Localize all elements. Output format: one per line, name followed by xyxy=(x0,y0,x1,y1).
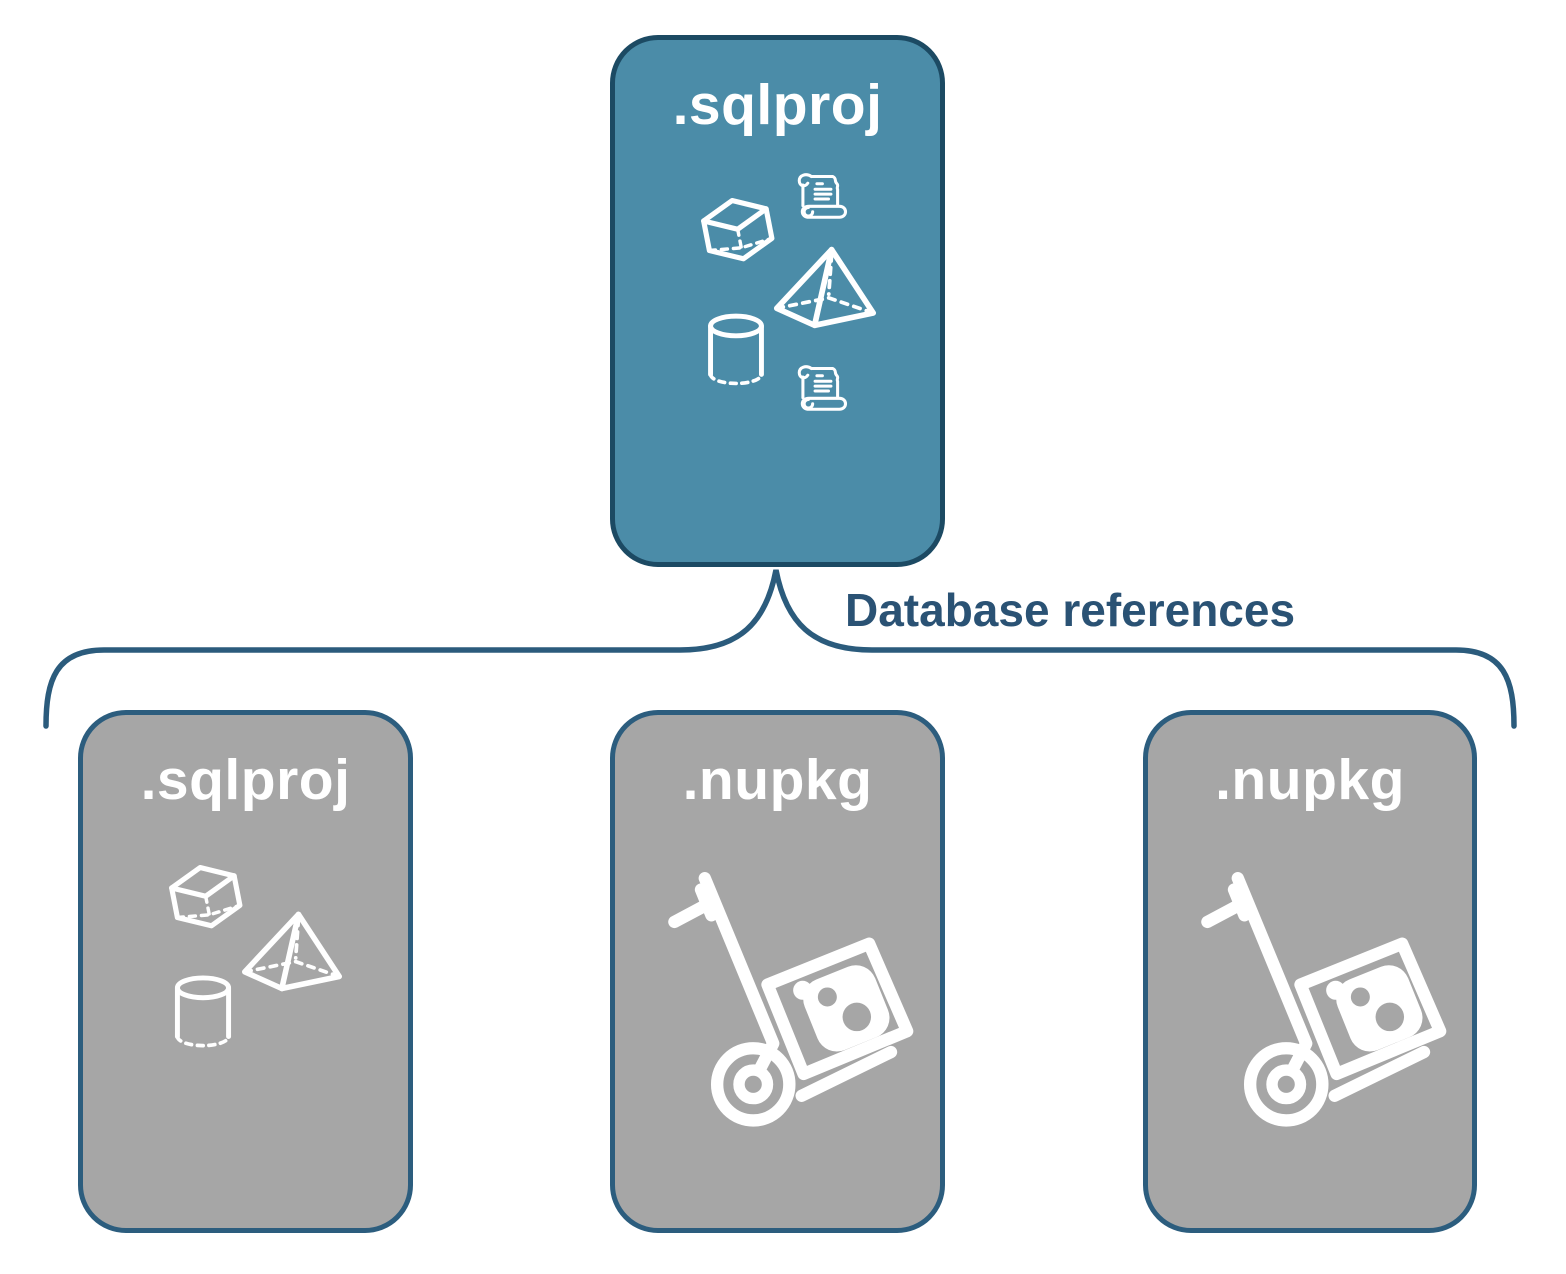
pyramid-icon xyxy=(773,242,877,332)
node-title: .sqlproj xyxy=(140,748,351,812)
child-node-sqlproj: .sqlproj xyxy=(78,710,413,1233)
node-title: .nupkg xyxy=(1215,748,1405,812)
node-title: .sqlproj xyxy=(672,73,883,137)
handtruck-package-icon xyxy=(1196,863,1481,1148)
cube-icon xyxy=(163,860,251,946)
cylinder-icon xyxy=(703,312,769,390)
node-title: .nupkg xyxy=(682,748,873,812)
handtruck-package-icon xyxy=(663,863,948,1148)
child-node-nupkg-2: .nupkg xyxy=(1143,710,1477,1233)
script-scroll-icon xyxy=(795,362,851,420)
cube-icon xyxy=(695,193,783,279)
child-node-nupkg-1: .nupkg xyxy=(610,710,945,1233)
script-scroll-icon xyxy=(795,170,851,228)
cylinder-icon xyxy=(170,973,236,1053)
root-node-sqlproj: .sqlproj xyxy=(610,35,945,567)
pyramid-icon xyxy=(240,907,344,995)
brace-connector xyxy=(43,569,1517,729)
database-references-label: Database references xyxy=(845,584,1296,636)
